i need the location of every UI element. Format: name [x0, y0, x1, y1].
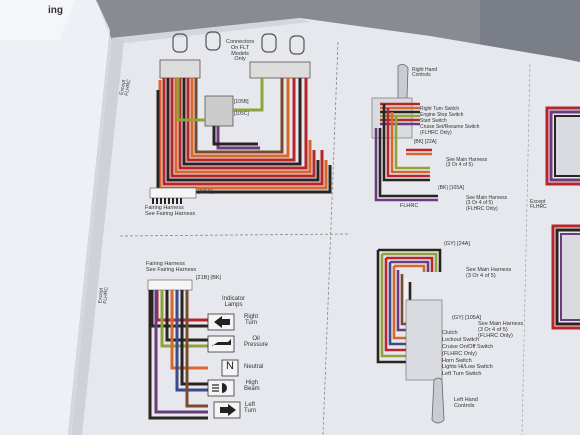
far-right-diagram: [545, 106, 580, 330]
neutral-lamp-icon: [221, 359, 239, 377]
right-turn-lamp-icon: [207, 313, 235, 331]
indicator-neutral: Neutral: [244, 364, 264, 370]
right-hand-diagram: [371, 64, 438, 202]
tag-105c: [105C]: [234, 111, 249, 117]
left-page: [0, 0, 112, 435]
indicator-diagram: [147, 279, 241, 420]
right-harness-note2: See Main Harness (3 Or 4 of 5) (FLHRC On…: [466, 195, 508, 212]
high-beam-lamp-icon: [207, 379, 235, 397]
left-harness-note2: See Main Harness (3 Or 4 of 5) (FLHRC On…: [478, 321, 524, 339]
right-switch-list: Right Turn Switch Engine Stop Switch Sta…: [420, 106, 480, 136]
connectors-note: Connectors On FLT Models Only: [226, 39, 255, 63]
left-harness-note1: See Main Harness (3 Or 4 of 5): [466, 267, 512, 279]
tag-21b: [21B] (BK): [196, 275, 222, 281]
neutral-symbol: N: [226, 360, 234, 372]
bottom-side-label: Except FLHRC: [97, 286, 111, 304]
top-diagram: [149, 31, 332, 204]
left-switch-list: Clutch Lockout Switch Cruise On/Off Swit…: [442, 330, 494, 378]
corner-title: ing: [48, 5, 63, 16]
right-tag2: (BK) [105A]: [438, 185, 464, 191]
tag-105b-bottom: [105B]: [198, 189, 213, 195]
top-harness-note: Fairing Harness See Fairing Harness: [145, 205, 196, 217]
bottom-harness-note: Fairing Harness See Fairing Harness: [146, 261, 197, 273]
indicator-oil-pressure: Oil Pressure: [244, 336, 269, 349]
left-tag2: (GY) [105A]: [452, 315, 482, 321]
indicator-high-beam: High Beam: [244, 380, 260, 393]
indicator-left-turn: Left Turn: [244, 402, 257, 415]
indicator-right-turn: Right Turn: [244, 314, 259, 327]
right-tag1: [BK] [22A]: [414, 139, 437, 145]
left-tag1: (GY) [24A]: [444, 241, 470, 247]
left-hand-diagram: [376, 248, 445, 424]
oil-pressure-lamp-icon: [207, 335, 235, 353]
right-page: [72, 18, 580, 435]
right-hand-controls: Right Hand Controls: [412, 67, 438, 79]
left-hand-controls: Left Hand Controls: [454, 397, 478, 409]
far-right-side-label: Except FLHRC: [530, 199, 547, 211]
left-turn-lamp-icon: [213, 401, 241, 419]
tag-105b: [105B]: [234, 99, 249, 105]
right-harness-note1: See Main Harness (3 Or 4 of 5): [446, 157, 488, 169]
flhrc-label: FLHRC: [400, 203, 419, 209]
indicator-title: Indicator Lamps: [222, 296, 246, 309]
